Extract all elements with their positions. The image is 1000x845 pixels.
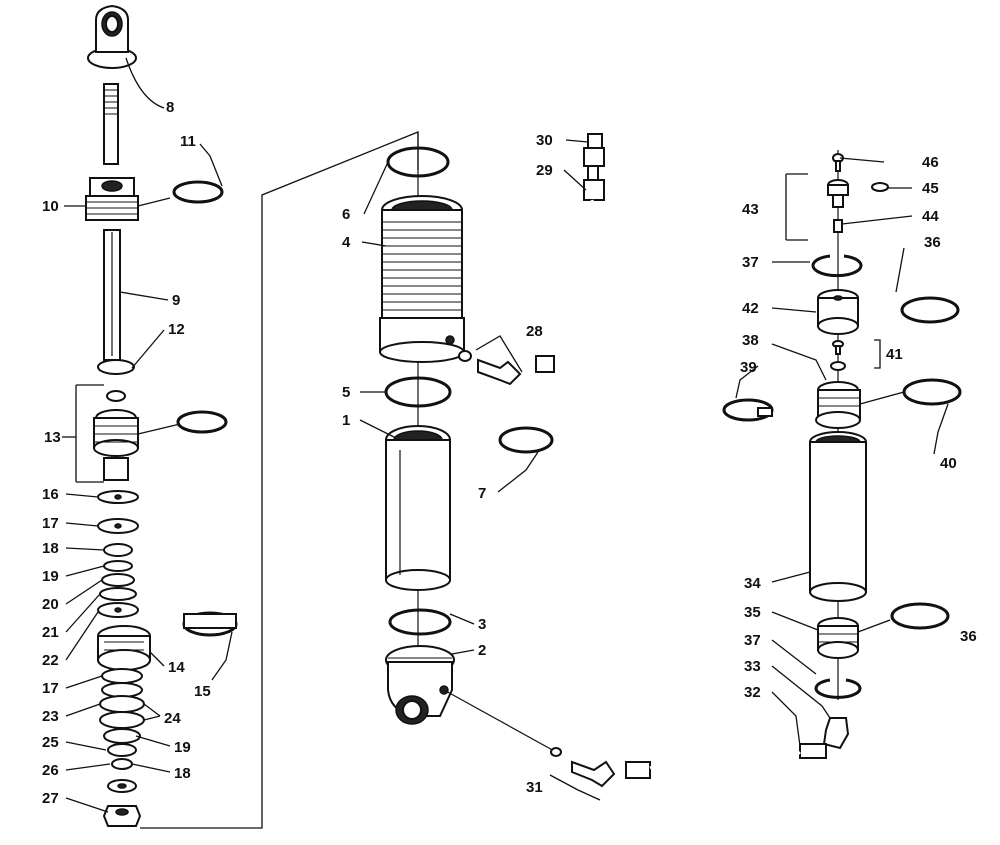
- part-12-washer: [97, 359, 135, 375]
- callout-38: 38: [742, 332, 759, 349]
- part-3-ring: [388, 608, 452, 636]
- part-39-clamp: [722, 398, 774, 422]
- callout-44: 44: [922, 208, 939, 225]
- callout-18: 18: [42, 540, 59, 557]
- callout-10: 10: [42, 198, 59, 215]
- shim-stack-upper: [97, 490, 139, 618]
- part-35-end-cap: [817, 617, 859, 659]
- callout-3: 3: [478, 616, 486, 633]
- part-37-clip: [811, 254, 863, 278]
- callout-1: 1: [342, 412, 350, 429]
- part-45-washer: [871, 182, 889, 192]
- part-34-reservoir-tube: [809, 431, 867, 602]
- part-42-cap: [817, 289, 859, 335]
- callout-37b: 37: [744, 632, 761, 649]
- callout-35: 35: [744, 604, 761, 621]
- callout-20: 20: [42, 596, 59, 613]
- callout-17: 17: [42, 515, 59, 532]
- part-2-bottom-eye: [385, 645, 455, 725]
- part-8-shaft: [103, 83, 119, 165]
- callout-25: 25: [42, 734, 59, 751]
- callout-13: 13: [44, 429, 61, 446]
- callout-16: 16: [42, 486, 59, 503]
- part-43-valve: [785, 173, 849, 241]
- callout-30: 30: [536, 132, 553, 149]
- callout-22: 22: [42, 652, 59, 669]
- callout-41: 41: [886, 346, 903, 363]
- callout-21: 21: [42, 624, 59, 641]
- callout-34: 34: [744, 575, 761, 592]
- callout-36b: 36: [960, 628, 977, 645]
- callout-39: 39: [740, 359, 757, 376]
- callout-36: 36: [924, 234, 941, 251]
- part-38-piston: [815, 381, 861, 429]
- callout-42: 42: [742, 300, 759, 317]
- callout-19: 19: [42, 568, 59, 585]
- part-1-body-tube: [385, 425, 451, 591]
- part-7-ring: [498, 426, 554, 454]
- callout-45: 45: [922, 180, 939, 197]
- part-46-screw: [832, 153, 844, 172]
- callout-6: 6: [342, 206, 350, 223]
- part-32-hose: [734, 743, 827, 766]
- callout-14: 14: [168, 659, 185, 676]
- shim-stack-lower: [99, 668, 145, 793]
- callout-40: 40: [940, 455, 957, 472]
- callout-32: 32: [744, 684, 761, 701]
- callout-24: 24: [164, 710, 181, 727]
- callout-19b: 19: [174, 739, 191, 756]
- leader-lines: [62, 57, 949, 813]
- part-41-screw: [830, 339, 881, 371]
- callout-15: 15: [194, 683, 211, 700]
- callout-8: 8: [166, 99, 174, 116]
- callout-labels: 8 11 10 9 12 13 16 17 18 19 20 21 22 14 …: [42, 99, 977, 807]
- callout-12: 12: [168, 321, 185, 338]
- part-27-nut: [102, 805, 142, 827]
- part-10-cap: [85, 177, 139, 221]
- callout-37: 37: [742, 254, 759, 271]
- callout-26: 26: [42, 762, 59, 779]
- callout-9: 9: [172, 292, 180, 309]
- callout-23: 23: [42, 708, 59, 725]
- shaft-assembly: [75, 4, 238, 827]
- part-33-elbow: [822, 717, 850, 750]
- upper-hose: [535, 133, 678, 373]
- callout-29: 29: [536, 162, 553, 179]
- part-9-shaft: [103, 229, 121, 361]
- body-assembly: [379, 132, 716, 801]
- callout-33: 33: [744, 658, 761, 675]
- assembly-connector-line: [140, 131, 419, 829]
- callout-11: 11: [180, 133, 196, 150]
- callout-27: 27: [42, 790, 59, 807]
- callout-46: 46: [922, 154, 939, 171]
- callout-5: 5: [342, 384, 350, 401]
- callout-18b: 18: [174, 765, 191, 782]
- part-31-fitting-and-hose: [443, 689, 716, 801]
- callout-2: 2: [478, 642, 486, 659]
- callout-4: 4: [342, 234, 351, 251]
- callout-31: 31: [526, 779, 543, 796]
- callout-28: 28: [526, 323, 543, 340]
- part-8-eye-mount: [87, 4, 137, 69]
- part-14-piston: [97, 625, 151, 671]
- callout-43: 43: [742, 201, 759, 218]
- callout-17b: 17: [42, 680, 59, 697]
- part-15-piston-ring: [182, 611, 238, 637]
- part-4-threaded-sleeve: [379, 195, 465, 363]
- part-11-ring: [172, 180, 224, 204]
- part-13-piston-group: [93, 409, 139, 481]
- callout-7: 7: [478, 485, 486, 502]
- part-40-ring: [902, 378, 962, 406]
- part-28-fitting: [458, 335, 523, 386]
